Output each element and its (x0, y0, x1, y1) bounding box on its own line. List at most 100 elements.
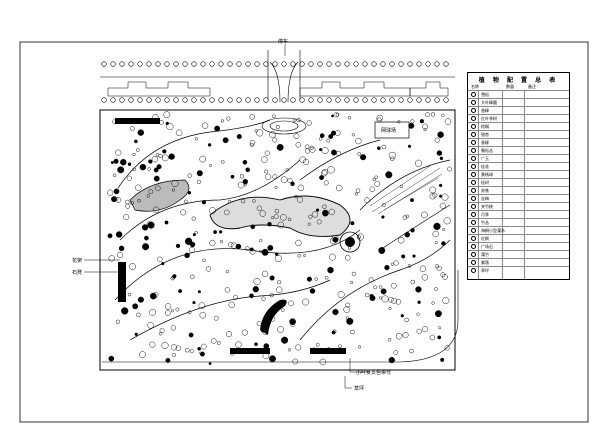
tree-symbol (290, 181, 295, 187)
tree-symbol (226, 116, 231, 121)
tree-symbol (335, 184, 343, 192)
tree-symbol (132, 303, 139, 310)
legend-item-name: 夹竹桃 (481, 203, 493, 209)
boundary-tree (290, 61, 296, 67)
tree-symbol (369, 293, 374, 299)
tree-symbol (338, 348, 343, 353)
legend-row: 广场石 (468, 242, 569, 249)
legend-row: 桂花 (468, 162, 569, 169)
tree-symbol (357, 152, 361, 156)
legend-item-name: 丝梅 (481, 195, 489, 201)
tree-symbol (331, 114, 334, 118)
tree-symbol (280, 302, 285, 307)
tree-symbol (159, 327, 165, 333)
tree-symbol (434, 310, 442, 318)
boundary-tree (407, 61, 413, 67)
plant-symbol-icon (471, 252, 476, 257)
tree-symbol (187, 173, 193, 178)
boundary-tree (317, 97, 323, 103)
tree-symbol (436, 265, 442, 271)
plant-symbol-icon (471, 196, 476, 201)
tree-symbol (132, 152, 136, 157)
tree-symbol (180, 209, 187, 216)
legend-header-qty: 数量 (506, 84, 514, 89)
tree-symbol (343, 306, 351, 313)
tree-symbol (350, 280, 354, 285)
boundary-tree (326, 97, 332, 103)
tree-symbol (438, 326, 442, 330)
tree-symbol (259, 238, 263, 243)
tree-symbol (434, 241, 438, 245)
plant-symbol-icon (471, 212, 476, 217)
boundary-tree (155, 61, 161, 67)
tree-symbol (393, 350, 399, 355)
tree-symbol (249, 139, 256, 146)
tree-symbol (149, 341, 156, 348)
tree-symbol (328, 134, 334, 139)
tree-symbol (225, 269, 229, 274)
tree-symbol (260, 156, 268, 164)
tree-symbol (354, 192, 359, 196)
boundary-tree (110, 61, 116, 67)
legend-row: 蒲竹 (468, 250, 569, 257)
boundary-tree (380, 97, 386, 103)
tree-symbol (254, 342, 258, 347)
tree-symbol (165, 310, 171, 316)
tree-symbol (381, 215, 385, 219)
plant-symbol-icon (471, 156, 476, 161)
tree-symbol (178, 289, 183, 294)
tree-symbol (228, 241, 234, 248)
tree-symbol (184, 252, 190, 259)
tree-symbol (442, 228, 446, 231)
tree-symbol (272, 174, 278, 180)
tree-symbol (149, 308, 156, 316)
tree-symbol (429, 334, 436, 341)
tree-symbol (323, 180, 329, 186)
tree-symbol (144, 235, 149, 241)
tree-symbol (115, 149, 122, 156)
legend-item-name: 蜀松丛 (481, 147, 493, 153)
tree-symbol (374, 180, 381, 187)
tree-symbol (281, 336, 289, 344)
boundary-tree (146, 61, 152, 67)
tree-symbol (345, 316, 349, 320)
tree-symbol (434, 137, 440, 143)
boundary-tree (398, 97, 404, 103)
tree-symbol (402, 215, 408, 220)
boundary-tree (317, 61, 323, 67)
tree-symbol (250, 224, 256, 230)
tree-symbol (240, 199, 246, 204)
tree-symbol (264, 173, 272, 180)
tree-symbol (256, 321, 262, 327)
tree-symbol (429, 186, 437, 194)
boundary-tree (272, 97, 278, 103)
legend-row: 黄杨球 (468, 170, 569, 177)
tree-symbol (269, 293, 274, 298)
tree-symbol (171, 188, 175, 192)
boundary-tree (146, 97, 152, 103)
tree-symbol (351, 271, 356, 276)
tree-symbol (136, 148, 140, 152)
tree-symbol (387, 337, 392, 342)
tree-symbol (287, 217, 292, 222)
bottom-label-lawn: 草坪 (354, 386, 365, 392)
tree-symbol (319, 148, 323, 152)
tree-symbol (378, 285, 383, 289)
tree-symbol (151, 156, 159, 163)
tree-symbol (127, 162, 132, 166)
tree-symbol (187, 191, 192, 195)
tree-symbol (338, 344, 342, 349)
boundary-tree (389, 97, 395, 103)
tree-symbol (410, 198, 414, 203)
tree-symbol (417, 300, 421, 305)
tree-symbol (245, 246, 250, 251)
tree-symbol (236, 134, 242, 140)
tree-symbol (216, 341, 221, 345)
tree-symbol (321, 147, 329, 155)
boundary-tree (398, 61, 404, 67)
tree-symbol (381, 295, 389, 303)
tree-symbol (405, 214, 409, 219)
tree-symbol (372, 177, 376, 182)
tree-symbol (229, 351, 235, 356)
tree-symbol (402, 331, 409, 339)
